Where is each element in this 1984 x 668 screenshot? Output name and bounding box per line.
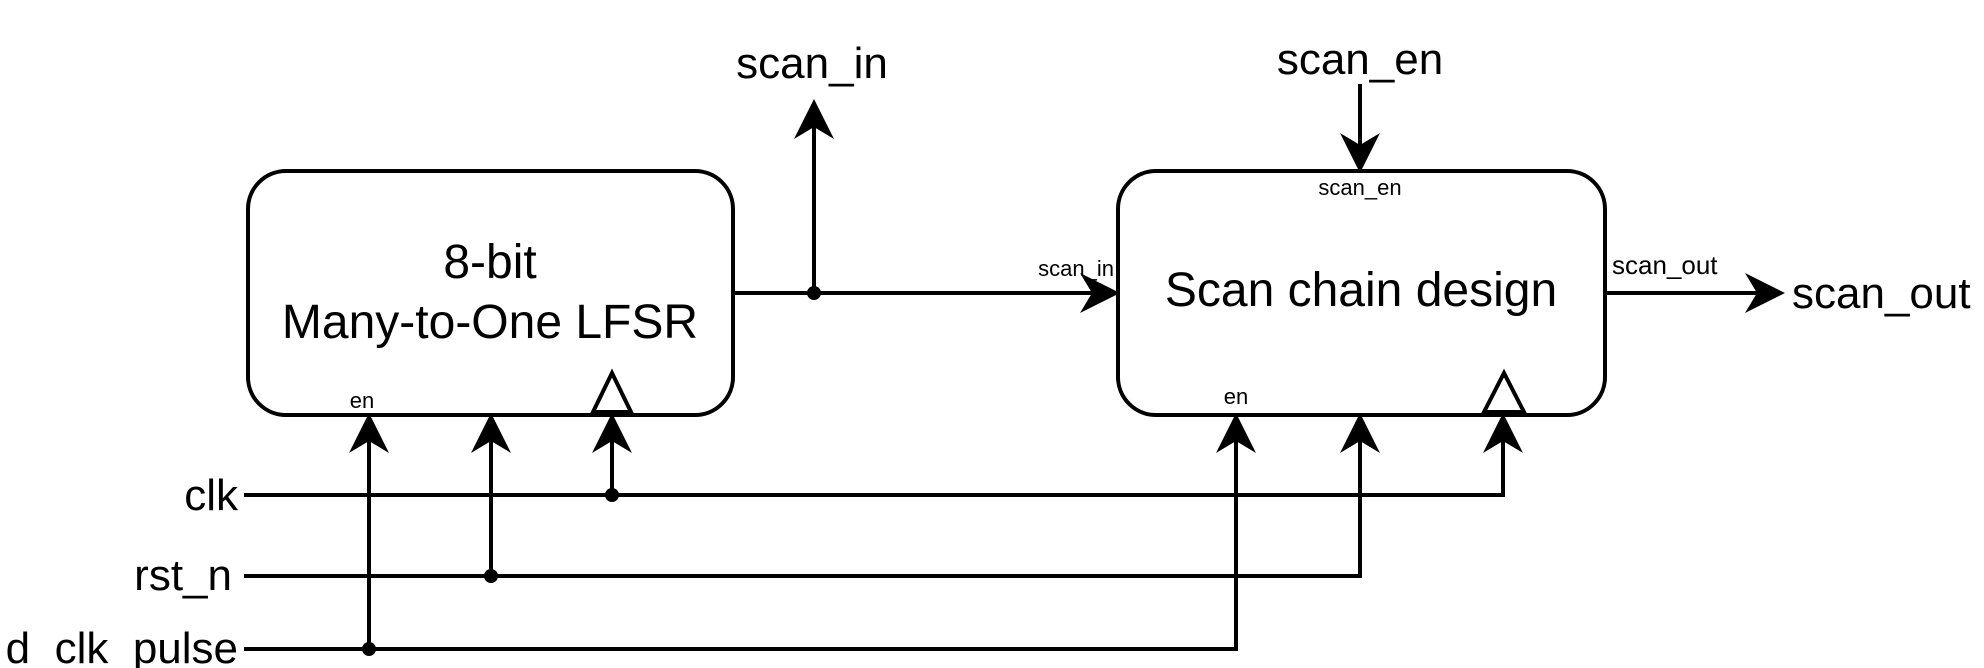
scan-chain-en-pin-label: en <box>1224 384 1248 409</box>
rst-n-signal-label: rst_n <box>134 551 232 600</box>
scan-chain-scan-in-pin-label: scan_in <box>1038 256 1114 281</box>
rst-n-wire <box>244 413 1380 578</box>
d-clk-pulse-signal-label: d_clk_pulse <box>6 624 238 668</box>
scan-chain-scan-en-pin-label: scan_en <box>1318 175 1401 200</box>
clk-junction <box>605 488 619 502</box>
clk-signal-label: clk <box>184 471 239 520</box>
scan-in-junction <box>807 286 821 300</box>
rst-n-junction <box>484 569 498 583</box>
d-clk-pulse-wire <box>244 413 1256 651</box>
lfsr-en-pin-label: en <box>350 388 374 413</box>
lfsr-title-line1: 8-bit <box>443 236 536 289</box>
d-clk-pulse-junction <box>362 642 376 656</box>
clk-wire <box>244 413 1523 497</box>
scan-out-signal-label: scan_out <box>1792 269 1971 318</box>
scan-chain-title: Scan chain design <box>1165 264 1557 317</box>
lfsr-block: 8-bit Many-to-One LFSR en <box>246 169 735 417</box>
scan-en-signal-label: scan_en <box>1277 35 1443 84</box>
lfsr-clock-triangle <box>589 368 635 414</box>
scan-in-signal-label: scan_in <box>736 39 888 88</box>
scan-chain-scan-out-pin-label: scan_out <box>1612 250 1718 280</box>
lfsr-title-line2: Many-to-One LFSR <box>282 296 698 349</box>
scan-chain-clock-triangle <box>1480 368 1528 414</box>
